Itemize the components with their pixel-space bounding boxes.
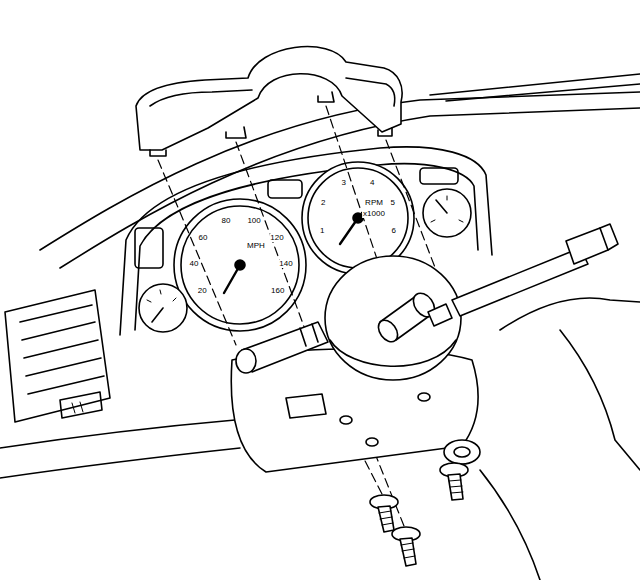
gauge-number: 3 (341, 179, 347, 187)
dashboard-outline (480, 470, 540, 580)
gauge-faces (174, 199, 306, 331)
air-vent (60, 392, 102, 418)
gauge-faces (181, 206, 299, 324)
steering-hub (325, 256, 461, 380)
ignition-lock (454, 447, 470, 457)
right-stalk (452, 248, 588, 316)
gauge-faces (147, 290, 176, 302)
gauge-legend: MPH (246, 242, 266, 250)
gauge-number: 4 (369, 179, 375, 187)
gauge-number: 160 (270, 287, 285, 295)
lower-shroud (418, 393, 430, 401)
gauge-faces (431, 196, 463, 222)
air-vent (72, 402, 83, 413)
dashboard-outline (446, 84, 640, 101)
left-stalk (236, 322, 328, 373)
gauge-number: 20 (197, 287, 208, 295)
gauge-faces (436, 200, 447, 213)
right-stalk (452, 224, 618, 316)
upper-shroud (136, 47, 402, 150)
gauge-number: 60 (198, 234, 209, 242)
leader-lines (158, 160, 236, 345)
dashboard-outline (560, 330, 640, 470)
gauge-faces (135, 162, 471, 332)
gauge-faces (340, 218, 358, 244)
gauge-number: 6 (390, 227, 396, 235)
air-vent (5, 290, 110, 422)
gauge-number: 40 (189, 260, 200, 268)
dashboard-outline (0, 420, 235, 448)
screw (379, 511, 393, 525)
steering-shaft (428, 304, 452, 326)
gauge-number: 5 (389, 199, 395, 207)
steering-shaft (374, 289, 452, 345)
dashboard-outline (0, 448, 240, 478)
dashboard-outline (0, 74, 640, 580)
lower-shroud (340, 416, 352, 424)
screw (378, 506, 394, 532)
steering-shaft (374, 317, 401, 346)
right-stalk (600, 224, 618, 250)
screw (401, 543, 415, 558)
gauge-faces (420, 168, 458, 184)
lower-shroud (366, 438, 378, 446)
leader-lines (326, 106, 378, 262)
upper-shroud (346, 78, 395, 106)
ignition-lock (444, 440, 480, 464)
ignition-lock (444, 440, 480, 464)
gauge-number: 120 (269, 234, 284, 242)
air-vent (20, 305, 104, 394)
gauge-faces (152, 308, 163, 322)
screw (440, 463, 468, 500)
gauge-faces (224, 265, 240, 293)
upper-shroud (150, 90, 252, 106)
screw (448, 474, 463, 500)
gauge-legend: RPM (364, 199, 384, 207)
steering-hub (330, 340, 456, 366)
left-stalk (236, 349, 256, 373)
screw (370, 495, 398, 532)
right-stalk (566, 228, 608, 264)
gauge-faces (268, 180, 302, 198)
screw (449, 480, 463, 493)
gauge-number: 140 (278, 260, 293, 268)
upper-shroud (136, 47, 402, 156)
dashboard-outline (430, 74, 640, 95)
lower-shroud (286, 394, 326, 418)
dashboard-outline (500, 298, 640, 330)
screw (392, 527, 420, 566)
gauge-number: 2 (320, 199, 326, 207)
upper-shroud (150, 92, 392, 156)
steering-hub (325, 256, 461, 380)
gauge-number: 100 (246, 217, 261, 225)
gauge-number: 80 (220, 217, 231, 225)
screw (400, 538, 416, 566)
gauge-faces (308, 168, 408, 268)
air-vent (5, 290, 110, 422)
gauge-legend: x1000 (362, 210, 386, 218)
gauge-faces (423, 189, 471, 237)
gauge-faces (135, 228, 163, 268)
left-stalk (300, 324, 318, 346)
gauge-number: 1 (319, 227, 325, 235)
gauge-faces (139, 284, 187, 332)
leader-lines (236, 142, 306, 332)
